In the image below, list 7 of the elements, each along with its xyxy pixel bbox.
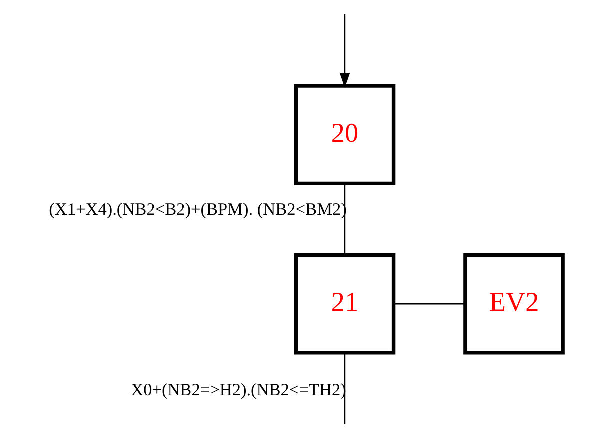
connector (394, 304, 466, 305)
connector (344, 353, 346, 424)
arrow (340, 14, 350, 88)
connector (344, 184, 346, 256)
node-box: 21 (294, 253, 396, 355)
node-box: EV2 (464, 253, 565, 355)
node-box: 20 (294, 84, 396, 186)
